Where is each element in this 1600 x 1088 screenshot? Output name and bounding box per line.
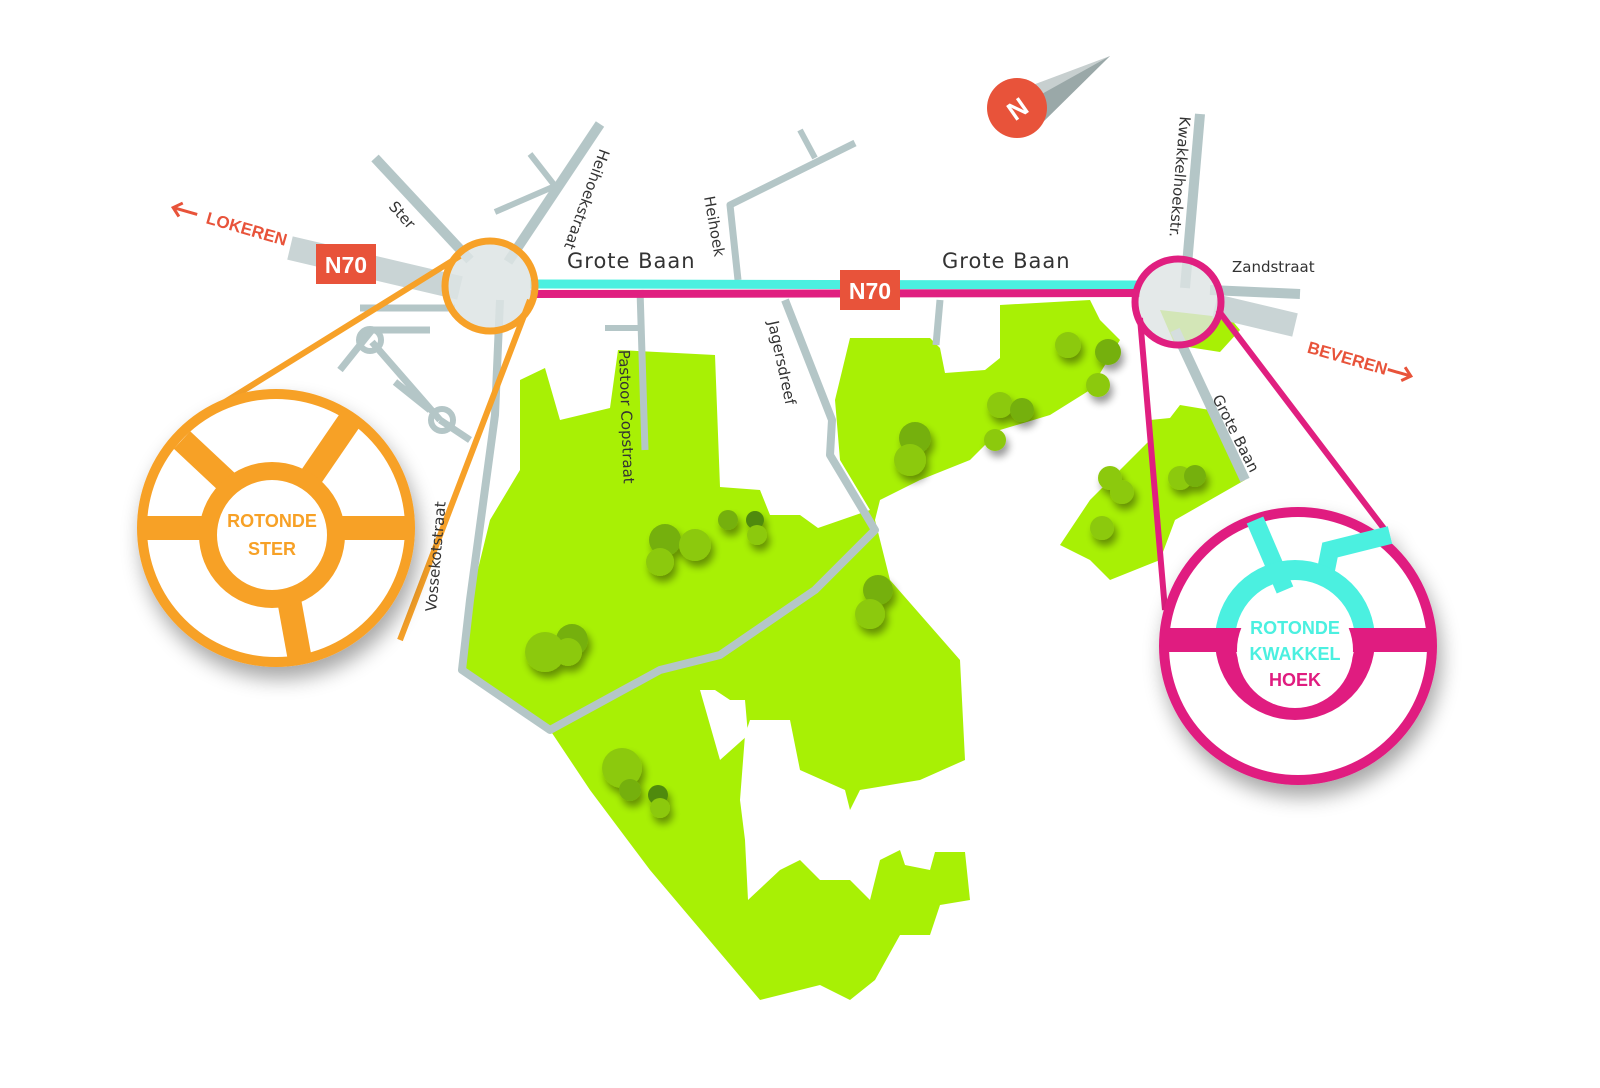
road-grote-baan-south <box>1170 327 1250 483</box>
rotonde-kwakkelhoek-connector <box>1137 308 1388 611</box>
road-jagersdreef <box>458 298 879 734</box>
street-label-grote-baan-west: Grote Baan <box>567 249 696 273</box>
rotonde-ster-label-2: STER <box>248 539 296 559</box>
tree-icon <box>554 638 582 666</box>
mini-roundabout-1 <box>356 326 384 354</box>
rotonde-ster-label-1: ROTONDE <box>227 511 317 531</box>
road-shield-west: N70 <box>316 244 376 284</box>
rotonde-kwakkelhoek-label-1: ROTONDE <box>1250 618 1340 638</box>
direction-beveren: BEVEREN <box>1305 338 1414 382</box>
rotonde-kwakkelhoek-label-3: HOEK <box>1269 670 1321 690</box>
north-arrow-icon <box>987 78 1047 138</box>
park-area-notch <box>700 690 748 760</box>
tree-icon <box>646 548 674 576</box>
tree-icon <box>747 525 767 545</box>
road-shield-center-label: N70 <box>849 278 891 304</box>
street-label-heihoekstraat: Heihoekstraat <box>560 147 613 252</box>
trees <box>525 332 1206 818</box>
rotonde-kwakkelhoek-label-2: KWAKKEL <box>1250 644 1341 664</box>
rotonde-ster-callout: ROTONDE STER <box>137 237 539 667</box>
tree-icon <box>1090 516 1114 540</box>
road-heihoek <box>726 139 857 281</box>
tree-icon <box>718 510 738 530</box>
direction-beveren-label: BEVEREN <box>1305 338 1389 379</box>
road-n70-east <box>1212 294 1298 337</box>
park-area-main <box>465 300 1120 1000</box>
tree-icon <box>679 529 711 561</box>
road-ster <box>371 154 474 264</box>
tree-icon <box>525 632 565 672</box>
rotonde-kwakkelhoek-marker <box>1131 255 1225 349</box>
tree-icon <box>1055 332 1081 358</box>
arrow-left-icon <box>170 201 198 218</box>
road-shield-center: N70 <box>840 270 900 310</box>
road-ster-branch <box>493 152 558 215</box>
tree-icon <box>984 429 1006 451</box>
tree-icon <box>855 599 885 629</box>
road-grote-baan-magenta <box>529 289 1141 298</box>
direction-lokeren: LOKEREN <box>170 201 289 250</box>
road-shield-west-label: N70 <box>325 252 367 278</box>
tree-icon <box>1184 465 1206 487</box>
road-grote-baan-cyan <box>529 279 1141 290</box>
street-label-heihoek: Heihoek <box>700 195 728 259</box>
mini-roundabout-2 <box>428 406 456 434</box>
tree-icon <box>1010 398 1034 422</box>
direction-lokeren-label: LOKEREN <box>204 209 289 250</box>
tree-icon <box>650 798 670 818</box>
tree-icon <box>1086 373 1110 397</box>
road-zandstraat <box>1209 285 1301 299</box>
tree-icon <box>1110 480 1134 504</box>
street-label-pastoor-copstraat: Pastoor Copstraat <box>615 350 638 485</box>
rotonde-kwakkelhoek-fill <box>1138 262 1218 342</box>
rotonde-kwakkelhoek-callout: ROTONDE KWAKKEL HOEK <box>1131 255 1437 785</box>
street-label-zandstraat: Zandstraat <box>1232 258 1315 276</box>
rotonde-ster-connector <box>210 253 533 642</box>
tree-icon <box>894 444 926 476</box>
tree-icon <box>602 748 642 788</box>
tree-icon <box>746 511 764 529</box>
rotonde-ster-marker <box>441 237 539 335</box>
tree-icon <box>619 779 641 801</box>
tree-icon <box>863 575 893 605</box>
street-label-grote-baan-east: Grote Baan <box>942 249 1071 273</box>
rotonde-ster-inset: ROTONDE STER <box>137 389 415 667</box>
compass: N <box>987 56 1110 138</box>
road-pastoor-copstraat <box>636 289 649 451</box>
road-heihoekstraat <box>503 121 605 265</box>
street-label-vossekotstraat: Vossekotstraat <box>422 501 450 613</box>
rotonde-ster-fill <box>448 244 532 328</box>
road-heihoek-branch <box>797 128 818 160</box>
tree-icon <box>1095 339 1121 365</box>
arrow-right-icon <box>1387 366 1414 382</box>
road-west-grid <box>337 304 472 443</box>
tree-icon <box>649 524 681 556</box>
road-stub-mid <box>932 299 944 346</box>
rotonde-kwakkelhoek-inset: ROTONDE KWAKKEL HOEK <box>1159 507 1437 785</box>
tree-icon <box>987 392 1013 418</box>
